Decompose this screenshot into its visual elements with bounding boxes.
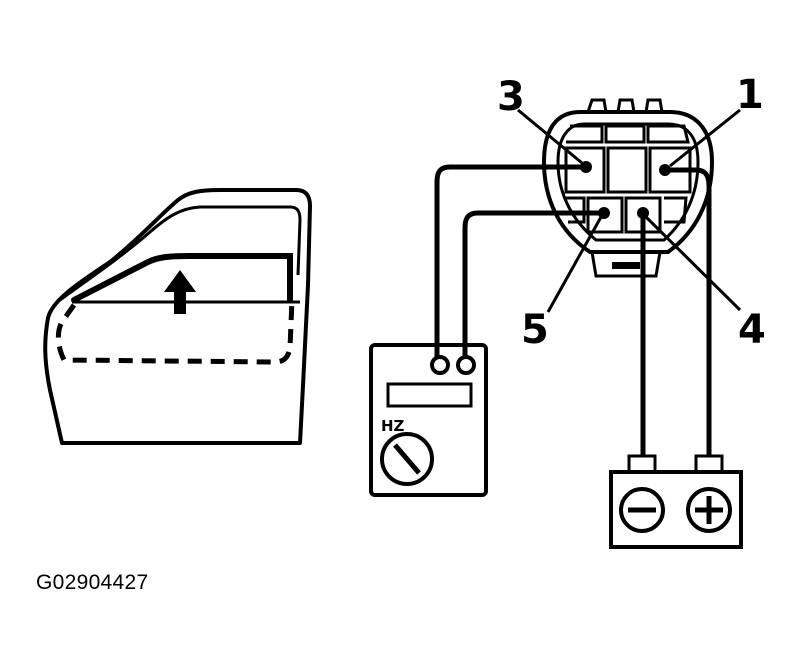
window-glass-edge (71, 253, 293, 303)
connector-tabs (586, 98, 664, 113)
battery-terminal-positive (694, 454, 724, 474)
wires (434, 164, 712, 456)
figure-id: G02904427 (36, 571, 149, 594)
door-frame-inner (59, 205, 302, 302)
pin-label-1: 1 (736, 72, 764, 118)
meter-dial (380, 432, 434, 486)
connector-inner (556, 122, 700, 242)
leader-3 (517, 108, 583, 165)
window-up-arrow-icon (164, 270, 196, 314)
meter-probe-right (456, 355, 476, 375)
connector-lower-row (564, 196, 688, 234)
wire-pin3-meter (434, 164, 586, 358)
connector-upper-row (564, 146, 692, 194)
pin-label-4: 4 (738, 307, 766, 353)
battery-positive-symbol-icon (686, 487, 732, 533)
meter-probe-left (430, 355, 450, 375)
wire-pin1-battery-positive (665, 167, 712, 456)
leader-5 (546, 216, 603, 313)
battery-terminal-negative (627, 454, 657, 474)
car-door (43, 188, 312, 445)
frequency-meter: HZ (369, 343, 488, 497)
wire-pin5-meter (462, 210, 604, 358)
battery-body (609, 470, 743, 549)
window-glass-hidden (55, 299, 295, 365)
meter-display (386, 382, 473, 408)
battery-negative-symbol-icon (619, 487, 665, 533)
meter-dial-pointer (393, 443, 421, 475)
pin-labels: 3 1 5 4 (497, 72, 766, 353)
meter-body (369, 343, 488, 497)
connector (541, 98, 715, 278)
meter-mode-label: HZ (381, 417, 405, 435)
connector-upper-cavities (566, 124, 690, 144)
connector-latch-slot (612, 262, 640, 269)
pin-label-5: 5 (521, 307, 549, 353)
battery (609, 454, 743, 549)
connector-latch (590, 251, 662, 278)
connector-shell (541, 110, 715, 254)
leader-1 (669, 108, 741, 168)
leader-4 (644, 215, 742, 312)
door-outline (43, 188, 312, 445)
